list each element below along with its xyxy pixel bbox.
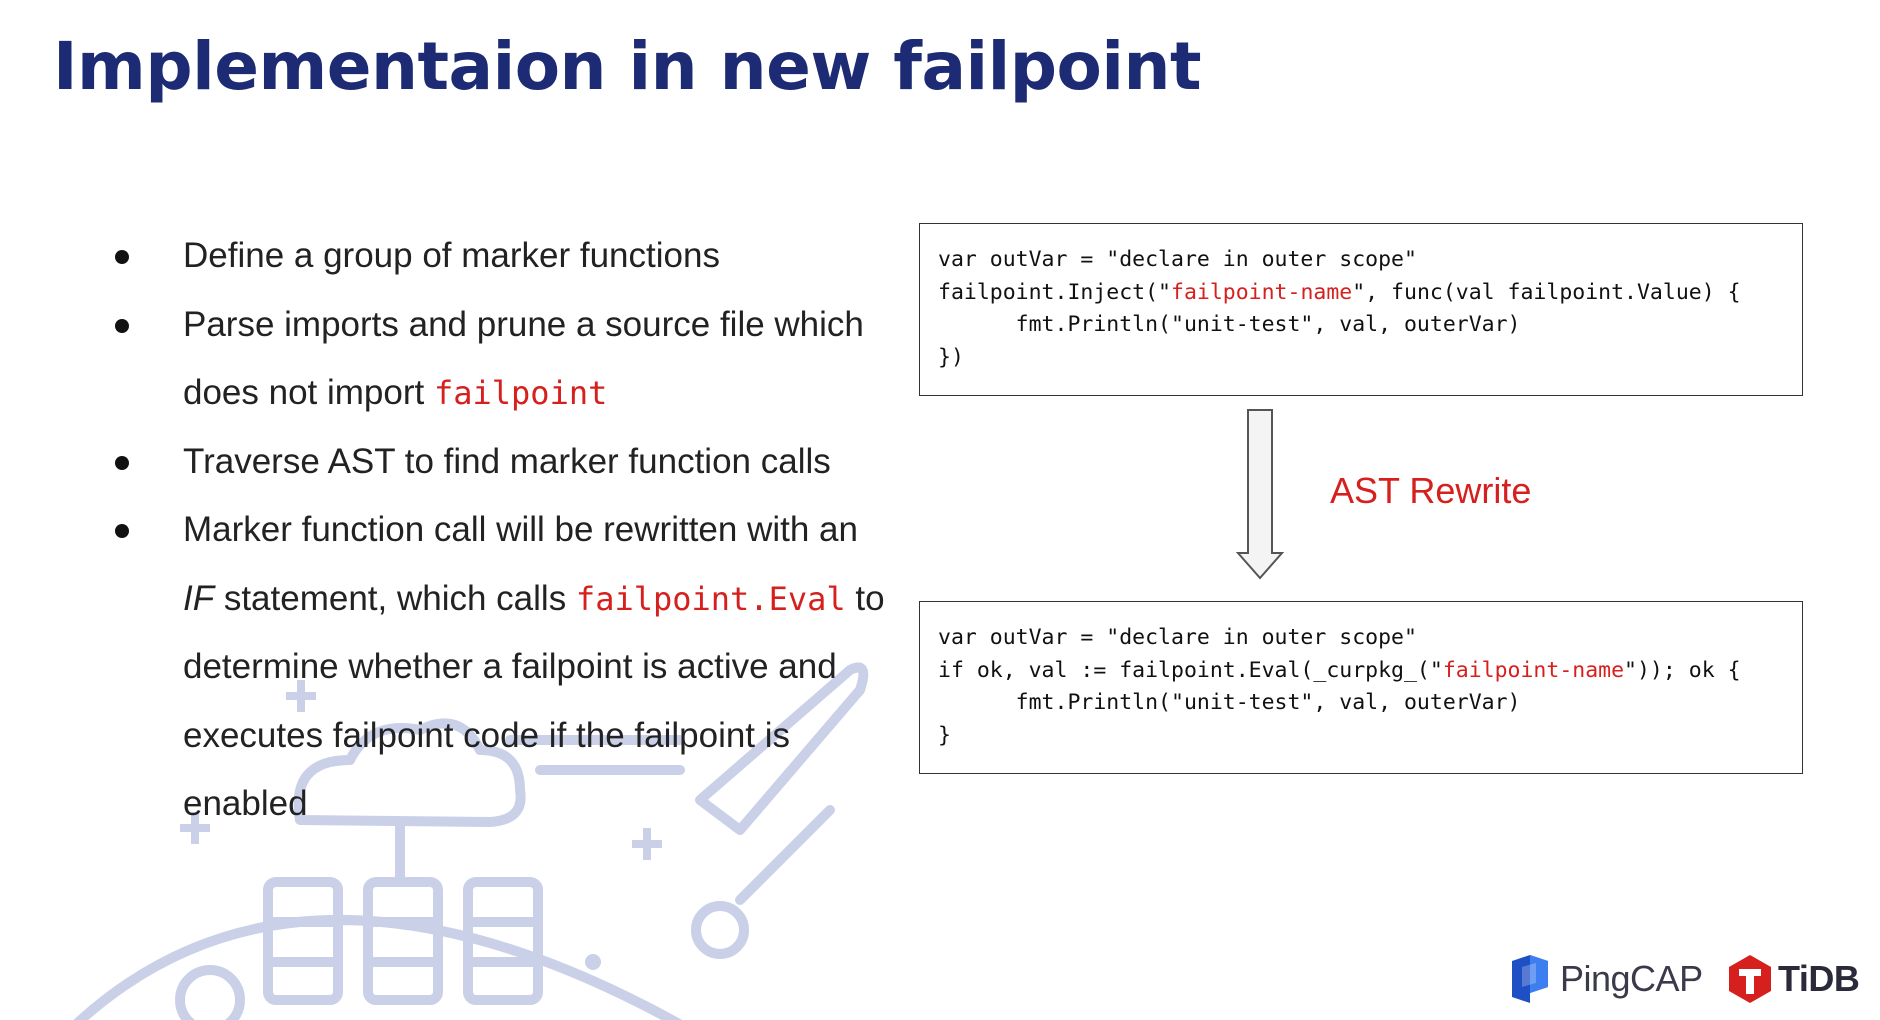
code-line: } <box>938 722 951 748</box>
pingcap-logo: PingCAP <box>1510 952 1703 1006</box>
bullet-dot-icon <box>115 455 129 470</box>
bullet-dot-icon <box>115 250 129 264</box>
pingcap-wordmark: PingCAP <box>1560 958 1703 999</box>
code-highlight: failpoint-name <box>1442 657 1625 683</box>
code-line: var outVar = "declare in outer scope" <box>938 625 1417 650</box>
code-line-prefix: failpoint.Inject(" <box>938 279 1171 305</box>
pingcap-logo-icon <box>1512 955 1548 1003</box>
inline-code: failpoint <box>433 374 608 412</box>
bullet-item: Marker function call will be rewritten w… <box>110 496 885 839</box>
bullet-item: Parse imports and prune a source file wh… <box>110 291 885 428</box>
bullet-text: Define a group of marker functions <box>183 236 720 275</box>
code-box-after: var outVar = "declare in outer scope" if… <box>919 601 1803 774</box>
code-block: var outVar = "declare in outer scope" fa… <box>920 224 1802 374</box>
down-arrow-icon <box>1235 409 1285 580</box>
tidb-logo: TiDB <box>1728 952 1860 1006</box>
bullet-text: Marker function call will be rewritten w… <box>183 510 858 549</box>
code-line-prefix: if ok, val := failpoint.Eval(_curpkg_(" <box>938 657 1443 683</box>
code-line: fmt.Println("unit-test", val, outerVar) <box>938 312 1521 337</box>
tidb-logo-icon <box>1729 955 1771 1003</box>
bullet-text: Traverse AST to find marker function cal… <box>183 441 831 481</box>
bullet-text: to determine whether a failpoint is acti… <box>183 578 885 824</box>
bullet-dot-icon <box>115 318 129 333</box>
inline-code: failpoint.Eval <box>575 579 846 618</box>
slide-title: Implementaion in new failpoint <box>53 28 1202 105</box>
code-box-before: var outVar = "declare in outer scope" fa… <box>919 223 1803 396</box>
code-line: var outVar = "declare in outer scope" <box>938 247 1417 272</box>
code-line-suffix: ")); ok { <box>1624 657 1741 683</box>
bullet-italic-text: IF <box>183 578 215 618</box>
bullet-list: Define a group of marker functions Parse… <box>110 222 885 839</box>
bullet-dot-icon <box>115 524 129 538</box>
tidb-wordmark: TiDB <box>1778 958 1860 999</box>
cloud-servers-illustration <box>73 662 869 1020</box>
ast-rewrite-label: AST Rewrite <box>1330 470 1532 511</box>
bullet-text: statement, which calls <box>214 578 576 618</box>
code-block: var outVar = "declare in outer scope" if… <box>920 602 1802 752</box>
code-line: }) <box>938 344 964 370</box>
code-line-suffix: ", func(val failpoint.Value) { <box>1352 279 1741 305</box>
code-line: fmt.Println("unit-test", val, outerVar) <box>938 690 1521 715</box>
bullet-text: Parse imports and prune a source file wh… <box>183 304 864 413</box>
code-highlight: failpoint-name <box>1171 279 1353 305</box>
bullet-item: Define a group of marker functions <box>110 222 885 291</box>
bullet-item: Traverse AST to find marker function cal… <box>110 428 885 497</box>
